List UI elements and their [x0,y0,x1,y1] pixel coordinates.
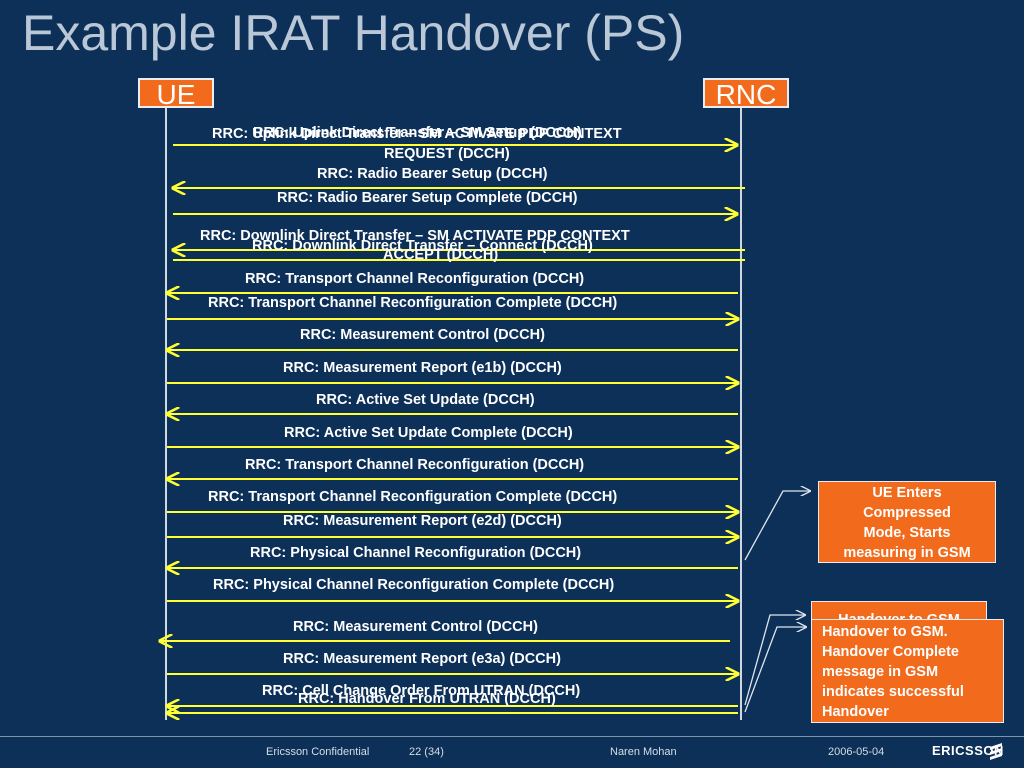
msg-dl-activate-accept-line2: ACCEPT (DCCH) [383,247,499,263]
note-compressed-line: UE Enters [872,485,942,501]
rnc-lane-header: RNC [703,78,789,110]
note-handover-line: Handover to GSM. [822,624,948,640]
ericsson-logo-icon [990,743,1002,760]
msg-pc-reconfig-complete: RRC: Physical Channel Reconfiguration Co… [213,577,615,593]
msg-meas-report-e2d: RRC: Measurement Report (e2d) (DCCH) [283,513,562,529]
msg-rb-setup: RRC: Radio Bearer Setup (DCCH) [317,166,548,182]
note-handover-line: Handover [822,704,889,720]
note-handover-complete: Handover to GSM. Handover Complete messa… [811,619,1004,723]
ue-lane-header: UE [138,78,214,110]
msg-tc-reconfig-complete-1: RRC: Transport Channel Reconfiguration C… [208,295,618,311]
msg-meas-report-e3a: RRC: Measurement Report (e3a) (DCCH) [283,651,561,667]
msg-tc-reconfig-complete-2: RRC: Transport Channel Reconfiguration C… [208,489,618,505]
msg-meas-control-1: RRC: Measurement Control (DCCH) [300,327,545,343]
msg-tc-reconfig-2: RRC: Transport Channel Reconfiguration (… [245,457,585,473]
note-compressed-mode: UE Enters Compressed Mode, Starts measur… [818,481,996,563]
footer-divider [0,736,1024,737]
msg-ul-sm-setup: RRC: Uplink Direct Transfer – SM Setup (… [253,125,582,141]
msg-ul-activate-pdp-line2: REQUEST (DCCH) [384,146,510,162]
msg-ul-activate-pdp-line1: RRC: Uplink Direct Transfer – SM ACTIVAT… [212,126,622,142]
note-compressed-line: measuring in GSM [843,545,971,561]
footer-date: 2006-05-04 [828,746,885,758]
note-handover-line: message in GSM [822,664,939,680]
rnc-lifeline [740,108,742,720]
msg-dl-connect: RRC: Downlink Direct Transfer – Connect … [252,238,593,254]
msg-meas-report-e1b: RRC: Measurement Report (e1b) (DCCH) [283,360,562,376]
footer-page: 22 (34) [409,746,444,758]
note-handover-line: Handover Complete [822,644,959,660]
footer-confidential: Ericsson Confidential [266,746,370,758]
ericsson-logo-text: ERICSSON [932,743,1004,758]
note-connector-handover-2 [744,627,806,713]
note-handover-line: indicates successful [822,684,964,700]
msg-asu: RRC: Active Set Update (DCCH) [316,392,535,408]
note-compressed-line: Compressed [863,505,951,521]
footer-author: Naren Mohan [610,746,677,758]
msg-tc-reconfig-1: RRC: Transport Channel Reconfiguration (… [245,271,585,287]
slide-title: Example IRAT Handover (PS) [22,5,685,61]
note-connector-handover-1 [744,615,805,706]
note-connector-compressed [744,491,810,561]
msg-handover-from-utran: RRC: Handover From UTRAN (DCCH) [298,691,556,707]
msg-asu-complete: RRC: Active Set Update Complete (DCCH) [284,425,573,441]
msg-dl-activate-accept-line1: RRC: Downlink Direct Transfer – SM ACTIV… [200,228,630,244]
msg-cell-change-order: RRC: Cell Change Order From UTRAN (DCCH) [262,683,581,699]
msg-meas-control-2: RRC: Measurement Control (DCCH) [293,619,538,635]
msg-pc-reconfig: RRC: Physical Channel Reconfiguration (D… [250,545,582,561]
note-compressed-line: Mode, Starts [863,525,951,541]
msg-rb-setup-complete: RRC: Radio Bearer Setup Complete (DCCH) [277,190,578,206]
